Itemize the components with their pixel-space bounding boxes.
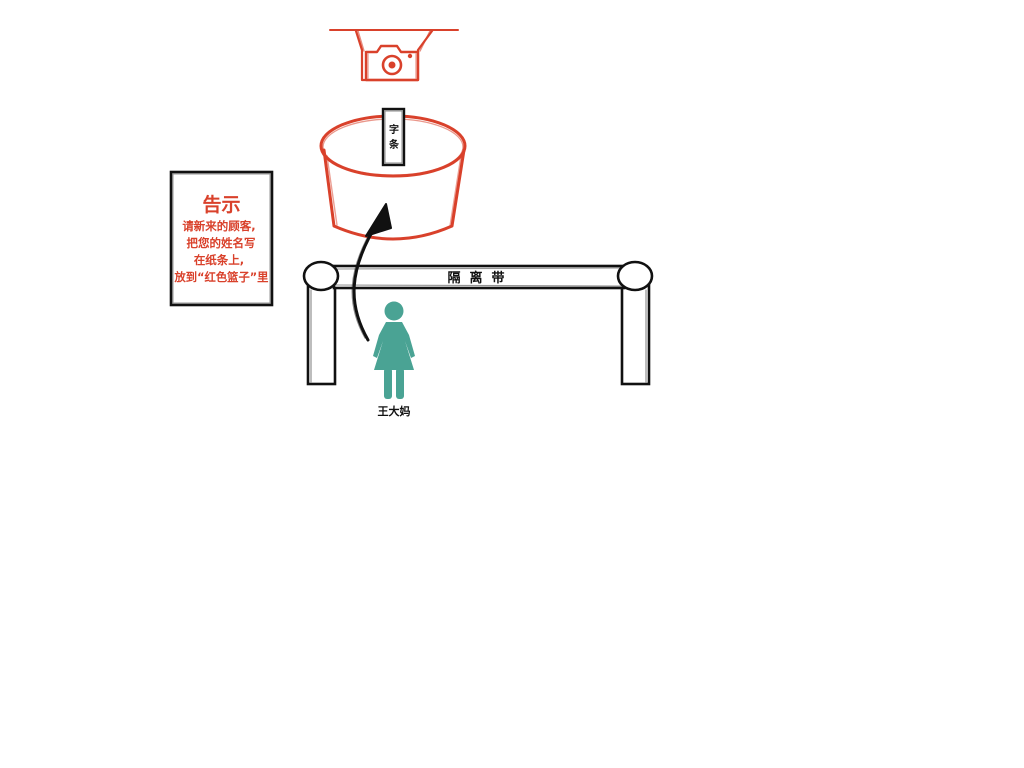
woman-icon bbox=[373, 301, 415, 399]
barrier-cap-right bbox=[616, 260, 654, 292]
paper-slip: 字 条 bbox=[381, 107, 406, 167]
barrier-label: 隔 离 带 bbox=[447, 270, 504, 286]
barrier: 隔 离 带 bbox=[302, 260, 654, 386]
notice-line-1: 请新来的顾客, bbox=[182, 219, 255, 233]
arrow-to-basket bbox=[351, 203, 392, 342]
camera-icon bbox=[364, 44, 420, 82]
barrier-post-right bbox=[620, 282, 651, 386]
person-name: 王大妈 bbox=[378, 404, 411, 418]
notice-board: 告示 请新来的顾客, 把您的姓名写 在纸条上, 放到“红色篮子”里 bbox=[169, 170, 274, 307]
barrier-cap-left bbox=[302, 260, 340, 292]
notice-line-3: 在纸条上, bbox=[194, 253, 244, 267]
paper-slip-char-2: 条 bbox=[388, 138, 400, 151]
notice-title: 告示 bbox=[202, 193, 240, 216]
barrier-post-left bbox=[306, 282, 337, 386]
notice-line-4: 放到“红色篮子”里 bbox=[174, 270, 269, 284]
notice-line-2: 把您的姓名写 bbox=[187, 236, 256, 250]
paper-slip-char-1: 字 bbox=[389, 123, 399, 136]
